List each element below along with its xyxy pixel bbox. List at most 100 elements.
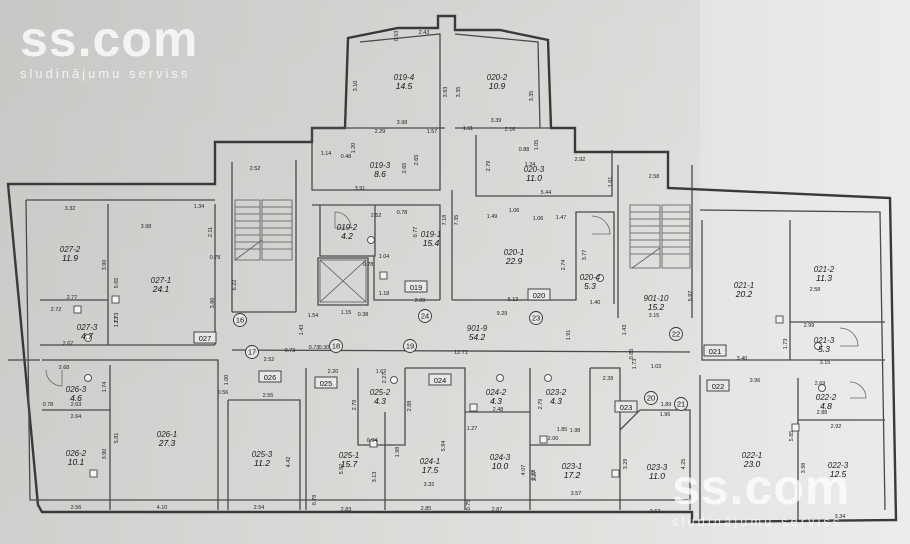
dimension-label: 2.58 bbox=[649, 174, 660, 180]
room-area: 11.2 bbox=[254, 458, 270, 468]
room-code: 023-3 bbox=[647, 463, 668, 472]
dimension-label: 2.64 bbox=[71, 414, 82, 420]
dimension-label: 2.88 bbox=[407, 401, 413, 412]
dimension-label: 4.25 bbox=[681, 459, 687, 470]
dimension-label: 1.20 bbox=[351, 143, 357, 154]
dimension-label: 1.98 bbox=[570, 428, 581, 434]
dimension-label: 2.92 bbox=[575, 157, 586, 163]
dimension-label: 1.49 bbox=[487, 214, 498, 220]
dimension-label: 1.89 bbox=[661, 402, 672, 408]
marker-circle bbox=[329, 339, 343, 353]
unit-box-frame bbox=[706, 379, 730, 392]
interior-walls bbox=[8, 127, 885, 520]
dimension-label: 2.65 bbox=[414, 155, 420, 166]
marker-circle bbox=[418, 309, 432, 323]
room-code: 024-3 bbox=[490, 453, 511, 462]
unit-number: 025 bbox=[320, 379, 333, 388]
marker-circle bbox=[233, 313, 247, 327]
room-code: 026-1 bbox=[157, 430, 177, 439]
dimension-label: 1.05 bbox=[534, 140, 540, 151]
dimension-label: 4.07 bbox=[521, 465, 527, 476]
dimension-label: 1.43 bbox=[299, 325, 305, 336]
dimension-label: 1.40 bbox=[590, 300, 601, 306]
room-area: 10.1 bbox=[68, 457, 85, 467]
dimension-label: 2.28 bbox=[603, 376, 614, 382]
dimension-label: 3.90 bbox=[102, 449, 108, 460]
dimension-label: 2.72 bbox=[51, 307, 62, 313]
dimension-label: 2.20 bbox=[328, 369, 339, 375]
dimension-label: 0.78 bbox=[210, 255, 221, 261]
dimension-label: 3.86 bbox=[210, 298, 216, 309]
dimension-label: 1.73 bbox=[114, 313, 120, 324]
room-area: 22.9 bbox=[505, 256, 523, 266]
room-area: 4.8 bbox=[820, 401, 832, 411]
dimension-label: 2.63 bbox=[71, 402, 82, 408]
dimension-label: 3.33 bbox=[531, 470, 537, 481]
room-code: 020-3 bbox=[524, 165, 545, 174]
watermark-tagline: sludinājumu serviss bbox=[20, 66, 191, 81]
dimension-label: 5.44 bbox=[541, 190, 552, 196]
dimension-label: 5.97 bbox=[688, 291, 694, 302]
room-area: 11.0 bbox=[526, 173, 542, 183]
unit-box-frame bbox=[193, 331, 217, 344]
dimension-label: 1.54 bbox=[308, 313, 319, 319]
dimension-label: 2.68 bbox=[59, 365, 70, 371]
marker-number: 22 bbox=[672, 330, 680, 339]
marker-number: 20 bbox=[647, 394, 655, 403]
marker-number: 18 bbox=[332, 342, 340, 351]
dimension-label: 3.90 bbox=[102, 260, 108, 271]
room-code: 027-1 bbox=[151, 276, 171, 285]
dimension-label: 2.77 bbox=[67, 295, 78, 301]
dimension-label: 2.65 bbox=[402, 163, 408, 174]
room-area: 14.5 bbox=[396, 81, 413, 91]
dimension-label: 3.98 bbox=[141, 224, 152, 230]
room-code: 020-2 bbox=[487, 73, 508, 82]
room-code: 019-1 bbox=[421, 230, 441, 239]
dimension-label: 1.43 bbox=[622, 325, 628, 336]
room-area: 4.6 bbox=[70, 393, 82, 403]
room-code: 024-1 bbox=[420, 457, 440, 466]
dimension-label: 2.11 bbox=[208, 227, 214, 237]
dimension-label: 3.15 bbox=[649, 313, 660, 319]
dimension-label: 0.53 bbox=[394, 31, 400, 42]
dimension-label: 1.15 bbox=[341, 310, 352, 316]
dimension-label: 1.24 bbox=[525, 162, 536, 168]
dimension-label: 2.58 bbox=[810, 287, 821, 293]
dimension-label: 1.73 bbox=[114, 317, 120, 328]
stairs-right bbox=[629, 204, 691, 269]
room-code: 022-2 bbox=[816, 393, 837, 402]
dimension-label: 1.06 bbox=[533, 216, 544, 222]
unit-number: 020 bbox=[533, 291, 546, 300]
dimension-label: 3.35 bbox=[529, 91, 535, 102]
dimension-label: 3.35 bbox=[456, 87, 462, 98]
room-code: 023-2 bbox=[546, 388, 567, 397]
room-code: 901-10 bbox=[644, 294, 669, 303]
room-code: 021-1 bbox=[734, 281, 754, 290]
dimension-label: 2.88 bbox=[817, 410, 828, 416]
room-code: 020-1 bbox=[504, 248, 524, 257]
unit-number: 022 bbox=[712, 382, 725, 391]
room-area: 20.2 bbox=[735, 289, 753, 299]
unit-number: 021 bbox=[709, 347, 722, 356]
dimension-label: 3.29 bbox=[623, 459, 629, 470]
dimension-label: 0.73 bbox=[309, 345, 320, 351]
unit-box-frame bbox=[314, 376, 338, 389]
room-code: 026-2 bbox=[66, 449, 87, 458]
unit-box-frame bbox=[527, 288, 551, 301]
room-code: 019-4 bbox=[394, 73, 415, 82]
dimension-label: 1.98 bbox=[395, 447, 401, 458]
room-area: 4.7 bbox=[81, 331, 93, 341]
dimension-label: 0.75 bbox=[466, 500, 472, 511]
room-area: 5.3 bbox=[584, 281, 596, 291]
marker-circle bbox=[245, 345, 259, 359]
dimension-label: 0.78 bbox=[363, 262, 374, 268]
room-area: 12.5 bbox=[830, 469, 847, 479]
unit-box-frame bbox=[428, 373, 452, 386]
dimension-label: 1.91 bbox=[566, 330, 572, 341]
room-area: 17.2 bbox=[564, 470, 581, 480]
dimension-label: 2.29 bbox=[375, 129, 386, 135]
dimension-label: 3.34 bbox=[835, 514, 846, 520]
